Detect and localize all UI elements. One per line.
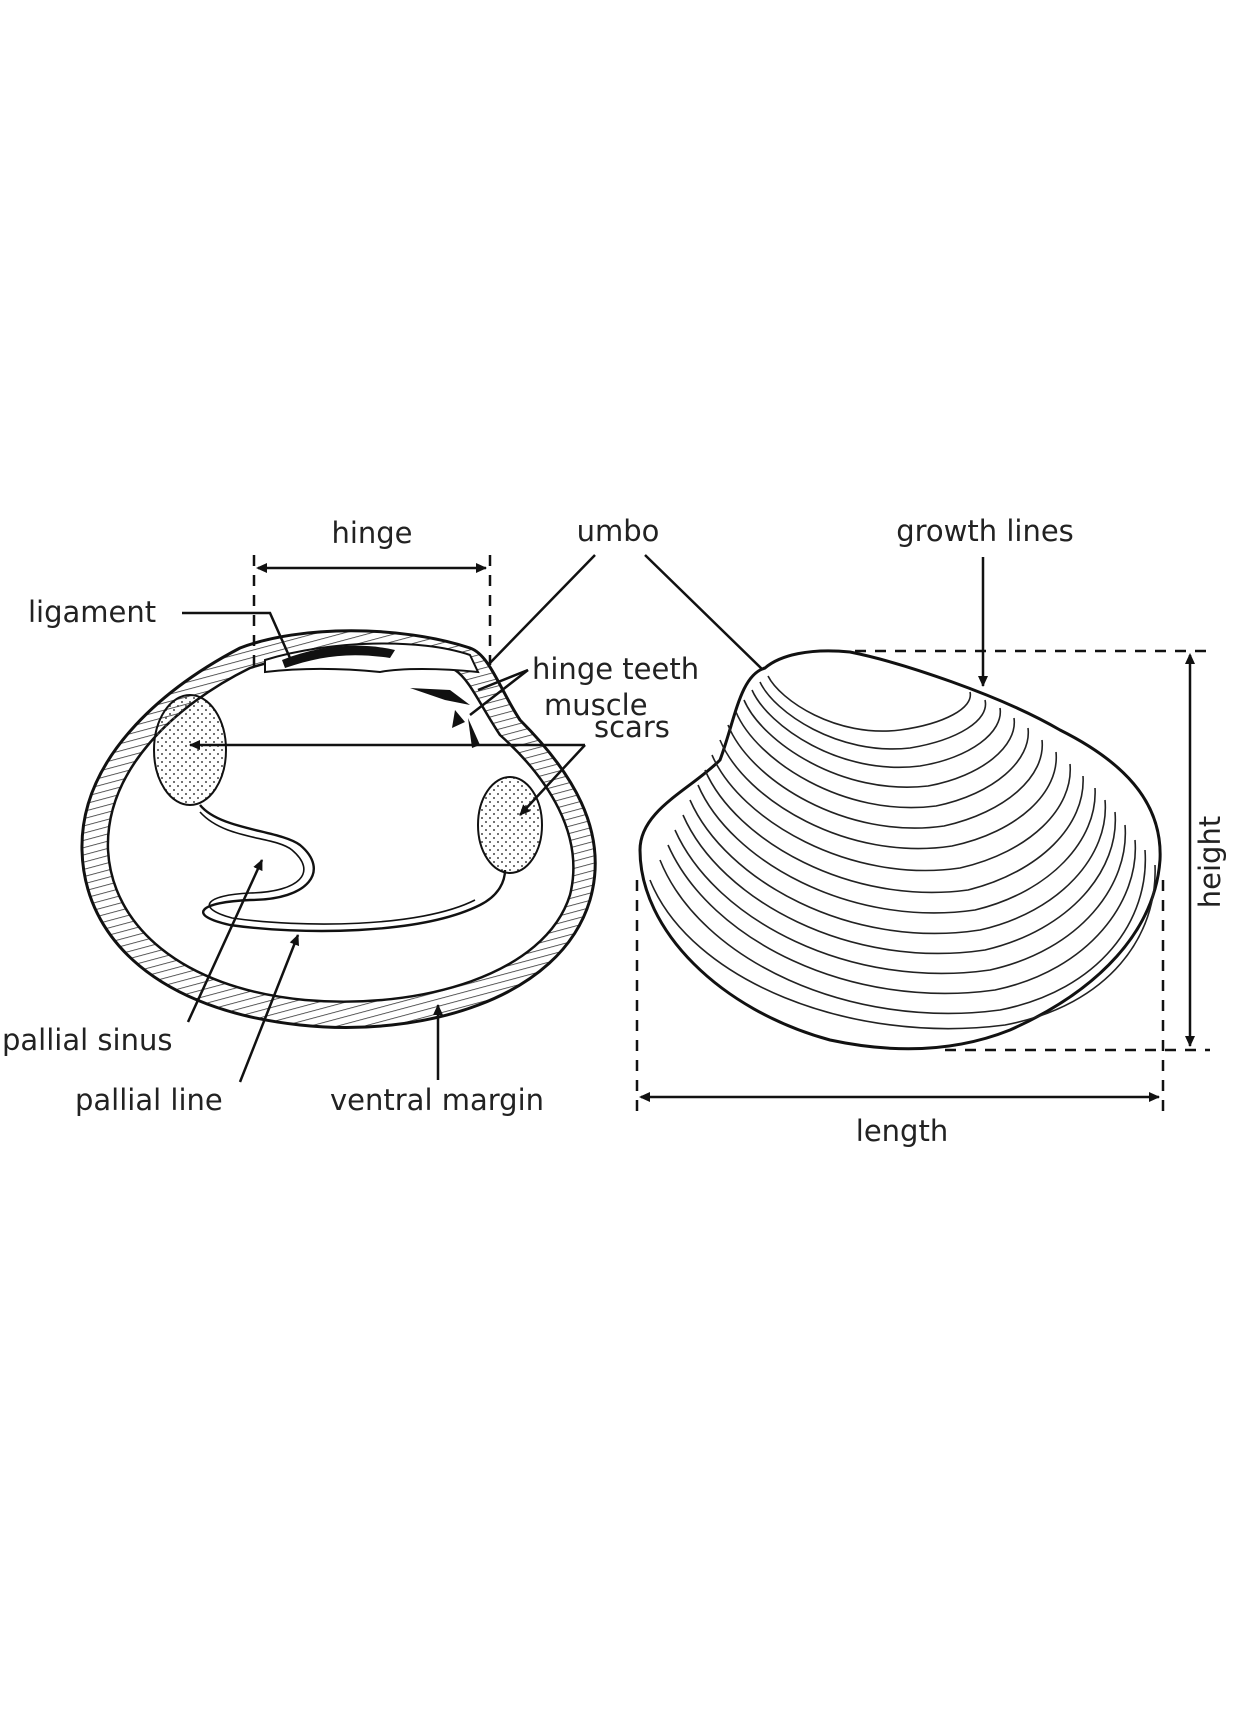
height-dimension: height [855,649,1227,1052]
growth-lines-pattern [649,675,1156,1030]
hinge-teeth-pointer [469,669,529,716]
label-umbo: umbo [577,514,660,548]
pallial-line-path [199,804,507,933]
hinge-tooth-small [452,710,465,728]
label-height: height [1193,816,1227,908]
anterior-muscle-scar [153,694,227,806]
ligament-shape [282,645,395,668]
interior-shell-view [80,629,597,1029]
ventral-margin-callout: ventral margin [330,1004,544,1117]
umbo-callout: umbo [487,514,766,673]
hinge-tooth-small [468,718,480,748]
hinge-dimension: hinge [252,516,492,675]
pallial-sinus-callout: pallial sinus [2,859,264,1057]
label-hinge: hinge [331,516,412,550]
label-hinge-teeth: hinge teeth [532,652,699,686]
hinge-teeth-pointer [477,668,529,692]
label-ventral-margin: ventral margin [330,1083,544,1117]
label-pallial-line: pallial line [75,1083,223,1117]
label-length: length [856,1114,948,1148]
growth-lines-callout: growth lines [896,514,1074,687]
hinge-teeth-shape [410,688,470,705]
posterior-muscle-scar [477,776,543,874]
length-dimension: length [635,880,1165,1148]
label-scars: scars [594,710,670,744]
pallial-line-inner [199,811,476,925]
label-pallial-sinus: pallial sinus [2,1023,172,1057]
label-ligament: ligament [28,595,156,629]
ligament-callout: ligament [28,595,292,659]
label-growth-lines: growth lines [896,514,1074,548]
muscle-scars-callout: muscle scars [189,688,670,816]
exterior-shell-view [638,649,1162,1051]
label-muscle: muscle [544,688,648,722]
hinge-teeth-callout: hinge teeth [532,652,699,686]
exterior-shell-outline [638,649,1162,1051]
pallial-line-callout: pallial line [75,934,300,1117]
